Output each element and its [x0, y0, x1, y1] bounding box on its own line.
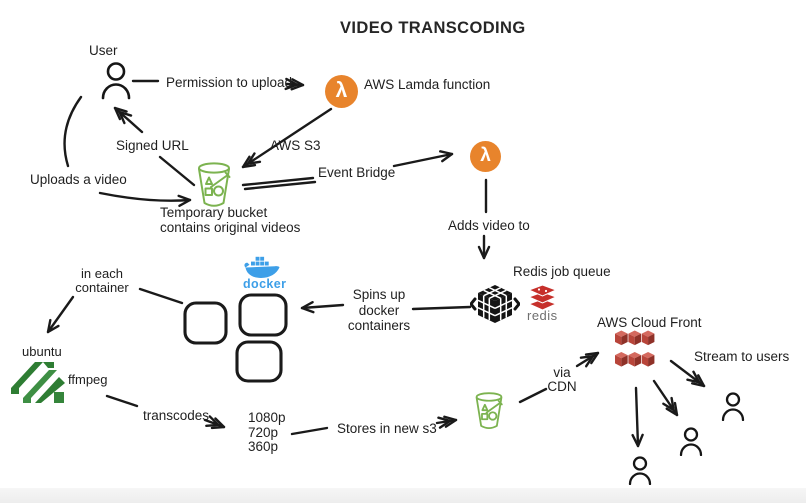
arrow-aws-s3: [241, 107, 333, 169]
redis-queue-label: Redis job queue: [513, 264, 611, 279]
docker-wordmark: docker: [243, 277, 287, 291]
signed-url-label: Signed URL: [116, 138, 189, 153]
arrow-stores: [435, 415, 458, 429]
arrow-stream: [669, 359, 706, 388]
page-title: VIDEO TRANSCODING: [340, 19, 526, 37]
arrow-signed-url-head: [113, 106, 144, 134]
line-event-bridge-a: [241, 176, 315, 187]
line-stores: [290, 426, 329, 436]
user-label: User: [89, 43, 118, 58]
permission-label: Permission to upload: [166, 75, 293, 90]
docker-whale-icon: [244, 256, 280, 278]
redis-wordmark: redis: [527, 308, 558, 323]
in-each-container-label: in each container: [75, 266, 129, 295]
bottom-strip: [0, 488, 806, 503]
arrow-signed-url-line: [158, 155, 196, 187]
line-transcodes: [105, 394, 139, 408]
stores-label: Stores in new s3: [337, 421, 437, 436]
lambda-icon: λ: [325, 75, 358, 108]
line-user-uploads: [63, 95, 83, 168]
ffmpeg-label: ffmpeg: [68, 372, 108, 387]
via-cdn-label: via CDN: [547, 365, 577, 394]
arrow-cf-mid: [652, 379, 679, 417]
arrow-cf-down: [631, 386, 644, 448]
transcodes-label: transcodes: [143, 408, 210, 423]
arrow-transcodes: [203, 415, 226, 430]
arrow-event-bridge: [392, 150, 454, 168]
job-queue-cube-icon: [470, 285, 520, 323]
event-bridge-label: Event Bridge: [318, 165, 396, 180]
line-event-bridge-b: [243, 180, 317, 191]
cloudfront-icon: [615, 330, 655, 367]
end-user-icon: [679, 427, 703, 456]
end-user-icon: [721, 392, 745, 421]
line-in-each: [138, 287, 184, 305]
s3-new-bucket-icon: [475, 392, 503, 430]
resolutions-label: 1080p 720p 360p: [248, 410, 286, 454]
arrow-spins-up: [300, 301, 345, 314]
ubuntu-label: ubuntu: [22, 344, 62, 359]
container-box-icon: [238, 293, 288, 337]
arrow-uploads: [98, 191, 192, 208]
temp-bucket-label: Temporary bucket contains original video…: [160, 205, 301, 235]
spins-up-label: Spins up docker containers: [347, 287, 411, 333]
user-icon: [101, 62, 131, 100]
lambda-icon-2: λ: [470, 141, 501, 172]
arrow-in-each: [46, 295, 75, 334]
s3-temporary-bucket-icon: [198, 162, 231, 207]
container-box-icon: [235, 340, 283, 383]
arrow-via-cdn: [575, 351, 600, 368]
end-user-icon: [628, 456, 652, 485]
container-box-icon: [183, 301, 228, 345]
adds-video-label: Adds video to: [448, 218, 530, 233]
lambda-function-label: AWS Lamda function: [364, 77, 491, 92]
aws-s3-label: AWS S3: [270, 138, 321, 153]
line-via-cdn: [518, 387, 548, 404]
ffmpeg-icon: [11, 362, 65, 403]
redis-icon: [527, 284, 558, 311]
stream-label: Stream to users: [694, 349, 790, 364]
line-spins-up: [411, 305, 472, 311]
uploads-label: Uploads a video: [30, 172, 127, 187]
arrow-permission-head: [284, 77, 305, 91]
cloudfront-label: AWS Cloud Front: [597, 315, 702, 330]
